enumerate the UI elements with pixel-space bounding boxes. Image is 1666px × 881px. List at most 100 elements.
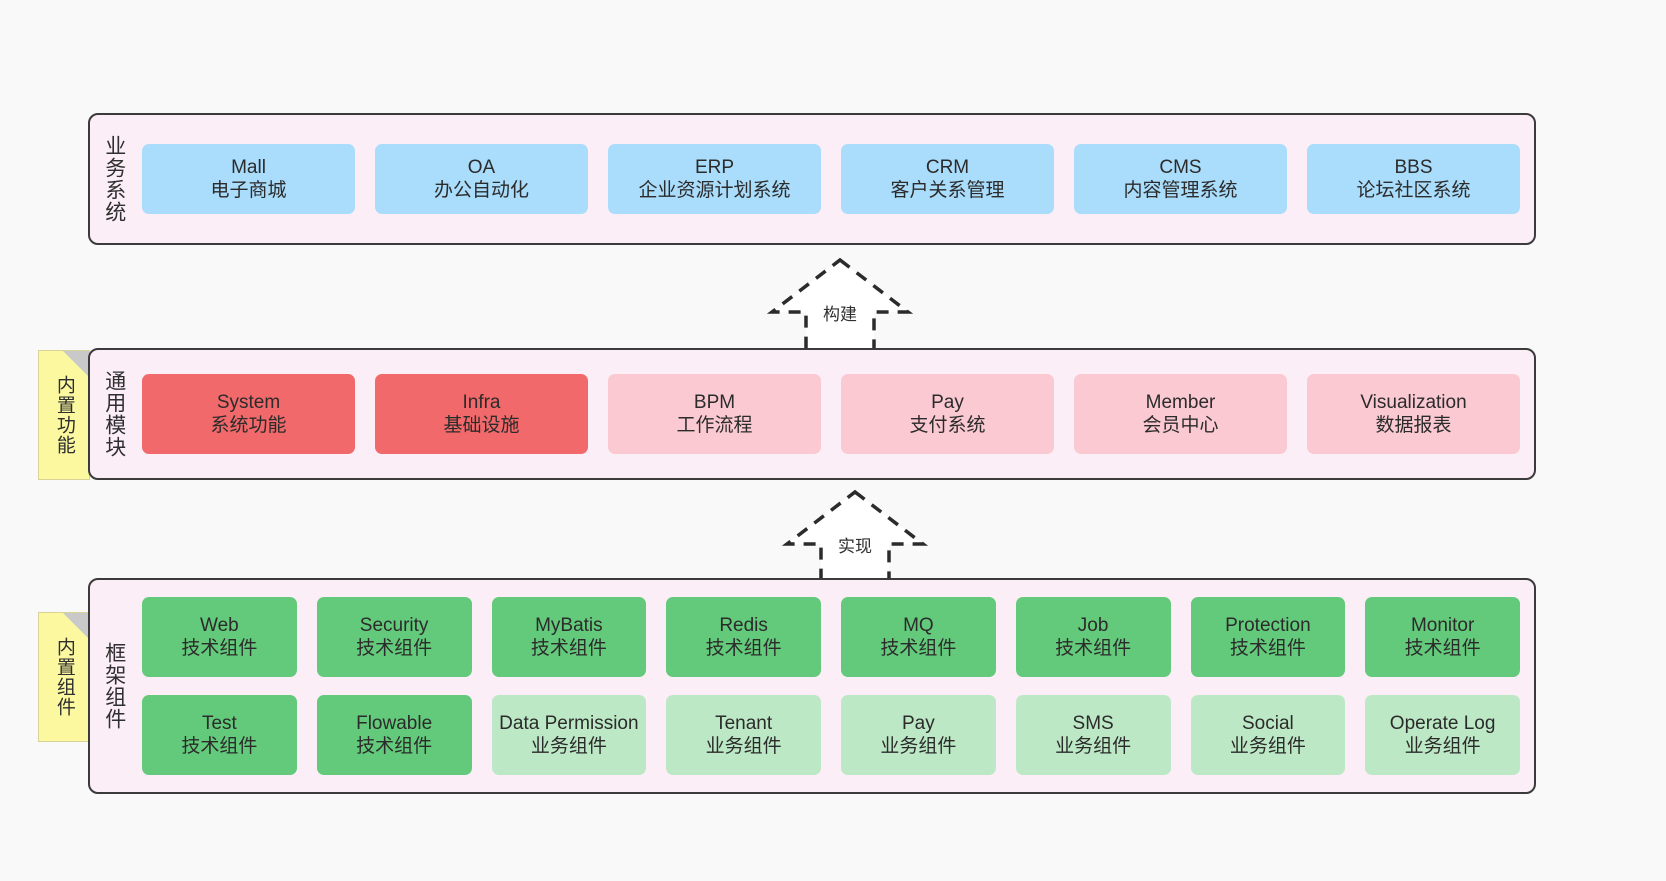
business-system-row: Mall 电子商城 OA 办公自动化 ERP 企业资源计划系统 CRM 客户关系… <box>142 144 1520 214</box>
component-card-sms[interactable]: SMS 业务组件 <box>1015 695 1171 775</box>
component-type-cn: 技术组件 <box>356 638 433 659</box>
component-type-cn: 业务组件 <box>530 736 607 757</box>
component-card-job[interactable]: Job 技术组件 <box>1015 597 1171 677</box>
component-type-cn: 业务组件 <box>1229 736 1306 757</box>
module-card-mall[interactable]: Mall 电子商城 <box>142 144 355 214</box>
component-name-en: Security <box>359 614 429 636</box>
module-card-system[interactable]: System 系统功能 <box>142 374 355 454</box>
module-name-en: Member <box>1145 391 1216 413</box>
component-name-en: Test <box>201 712 237 734</box>
component-card-social[interactable]: Social 业务组件 <box>1190 695 1346 775</box>
component-type-cn: 技术组件 <box>181 736 258 757</box>
component-name-en: Social <box>1242 712 1294 734</box>
component-type-cn: 技术组件 <box>1055 638 1132 659</box>
component-card-pay[interactable]: Pay 业务组件 <box>841 695 996 775</box>
module-name-cn: 论坛社区系统 <box>1356 180 1471 201</box>
component-name-en: Flowable <box>356 712 433 734</box>
component-type-cn: 技术组件 <box>880 638 957 659</box>
component-card-mq[interactable]: MQ 技术组件 <box>841 597 996 677</box>
component-name-en: Operate Log <box>1389 712 1496 734</box>
component-name-en: MQ <box>903 614 934 636</box>
sticky-note-label: 内置功能 <box>53 375 75 455</box>
module-card-cms[interactable]: CMS 内容管理系统 <box>1074 144 1287 214</box>
component-card-data-permission[interactable]: Data Permission 业务组件 <box>491 695 647 775</box>
module-card-bbs[interactable]: BBS 论坛社区系统 <box>1307 144 1520 214</box>
component-card-tenant[interactable]: Tenant 业务组件 <box>666 695 821 775</box>
common-module-row: System 系统功能 Infra 基础设施 BPM 工作流程 Pay 支付系统… <box>142 374 1520 454</box>
component-type-cn: 技术组件 <box>181 638 258 659</box>
layer-body-common-module: System 系统功能 Infra 基础设施 BPM 工作流程 Pay 支付系统… <box>138 350 1534 478</box>
component-card-redis[interactable]: Redis 技术组件 <box>666 597 821 677</box>
component-type-cn: 技术组件 <box>1404 638 1481 659</box>
module-name-cn: 电子商城 <box>210 180 287 201</box>
component-card-flowable[interactable]: Flowable 技术组件 <box>316 695 472 775</box>
component-name-en: Data Permission <box>499 712 639 734</box>
layer-title-common-module: 通用模块 <box>102 370 126 458</box>
module-name-en: Visualization <box>1360 391 1467 413</box>
layer-framework-component: 框架组件 Web 技术组件 Security 技术组件 MyBatis 技术组件… <box>88 578 1536 794</box>
sticky-note-builtin-components: 内置组件 <box>38 612 90 742</box>
module-card-erp[interactable]: ERP 企业资源计划系统 <box>608 144 821 214</box>
component-name-en: Tenant <box>715 712 773 734</box>
component-name-en: MyBatis <box>535 614 603 636</box>
module-name-cn: 客户关系管理 <box>890 180 1005 201</box>
module-name-en: Pay <box>931 391 964 413</box>
component-name-en: Monitor <box>1410 614 1475 636</box>
module-name-en: CRM <box>925 156 970 178</box>
module-name-cn: 基础设施 <box>443 415 520 436</box>
module-name-cn: 会员中心 <box>1142 415 1219 436</box>
module-name-en: BPM <box>693 391 736 413</box>
component-name-en: Protection <box>1225 614 1311 636</box>
component-type-cn: 业务组件 <box>880 736 957 757</box>
module-name-cn: 内容管理系统 <box>1123 180 1238 201</box>
module-name-en: Mall <box>231 156 266 178</box>
component-type-cn: 技术组件 <box>705 638 782 659</box>
component-card-protection[interactable]: Protection 技术组件 <box>1190 597 1346 677</box>
layer-body-framework-component: Web 技术组件 Security 技术组件 MyBatis 技术组件 Redi… <box>138 580 1534 792</box>
module-card-infra[interactable]: Infra 基础设施 <box>375 374 588 454</box>
arrow-build: 构建 <box>755 256 925 356</box>
component-name-en: Redis <box>719 614 768 636</box>
sticky-note-label: 内置组件 <box>53 637 75 717</box>
module-name-en: Infra <box>462 391 501 413</box>
module-card-member[interactable]: Member 会员中心 <box>1074 374 1287 454</box>
module-card-bpm[interactable]: BPM 工作流程 <box>608 374 821 454</box>
arrow-implement: 实现 <box>770 488 940 588</box>
component-type-cn: 技术组件 <box>356 736 433 757</box>
component-type-cn: 技术组件 <box>530 638 607 659</box>
framework-business-row: Test 技术组件 Flowable 技术组件 Data Permission … <box>142 695 1520 775</box>
layer-body-business-system: Mall 电子商城 OA 办公自动化 ERP 企业资源计划系统 CRM 客户关系… <box>138 115 1534 243</box>
module-card-visualization[interactable]: Visualization 数据报表 <box>1307 374 1520 454</box>
component-type-cn: 业务组件 <box>1404 736 1481 757</box>
component-card-monitor[interactable]: Monitor 技术组件 <box>1365 597 1520 677</box>
module-name-cn: 办公自动化 <box>433 180 529 201</box>
component-card-operate-log[interactable]: Operate Log 业务组件 <box>1365 695 1520 775</box>
module-card-crm[interactable]: CRM 客户关系管理 <box>841 144 1054 214</box>
framework-tech-row: Web 技术组件 Security 技术组件 MyBatis 技术组件 Redi… <box>142 597 1520 677</box>
component-name-en: Pay <box>902 712 935 734</box>
module-card-pay[interactable]: Pay 支付系统 <box>841 374 1054 454</box>
component-name-en: Job <box>1077 614 1109 636</box>
layer-title-business-system: 业务系统 <box>102 135 126 223</box>
component-type-cn: 技术组件 <box>1229 638 1306 659</box>
module-name-cn: 系统功能 <box>210 415 287 436</box>
sticky-note-builtin-features: 内置功能 <box>38 350 90 480</box>
module-name-en: ERP <box>694 156 735 178</box>
module-name-cn: 企业资源计划系统 <box>638 180 791 201</box>
component-name-en: Web <box>200 614 239 636</box>
module-name-cn: 支付系统 <box>909 415 986 436</box>
layer-common-module: 通用模块 System 系统功能 Infra 基础设施 BPM 工作流程 Pay… <box>88 348 1536 480</box>
module-name-en: System <box>216 391 281 413</box>
layer-business-system: 业务系统 Mall 电子商城 OA 办公自动化 ERP 企业资源计划系统 CRM… <box>88 113 1536 245</box>
component-card-web[interactable]: Web 技术组件 <box>142 597 297 677</box>
component-card-mybatis[interactable]: MyBatis 技术组件 <box>491 597 647 677</box>
module-name-en: OA <box>467 156 496 178</box>
component-type-cn: 业务组件 <box>1055 736 1132 757</box>
component-card-security[interactable]: Security 技术组件 <box>316 597 472 677</box>
module-card-oa[interactable]: OA 办公自动化 <box>375 144 588 214</box>
module-name-cn: 工作流程 <box>676 415 753 436</box>
component-card-test[interactable]: Test 技术组件 <box>142 695 297 775</box>
module-name-cn: 数据报表 <box>1375 415 1452 436</box>
component-name-en: SMS <box>1072 712 1114 734</box>
